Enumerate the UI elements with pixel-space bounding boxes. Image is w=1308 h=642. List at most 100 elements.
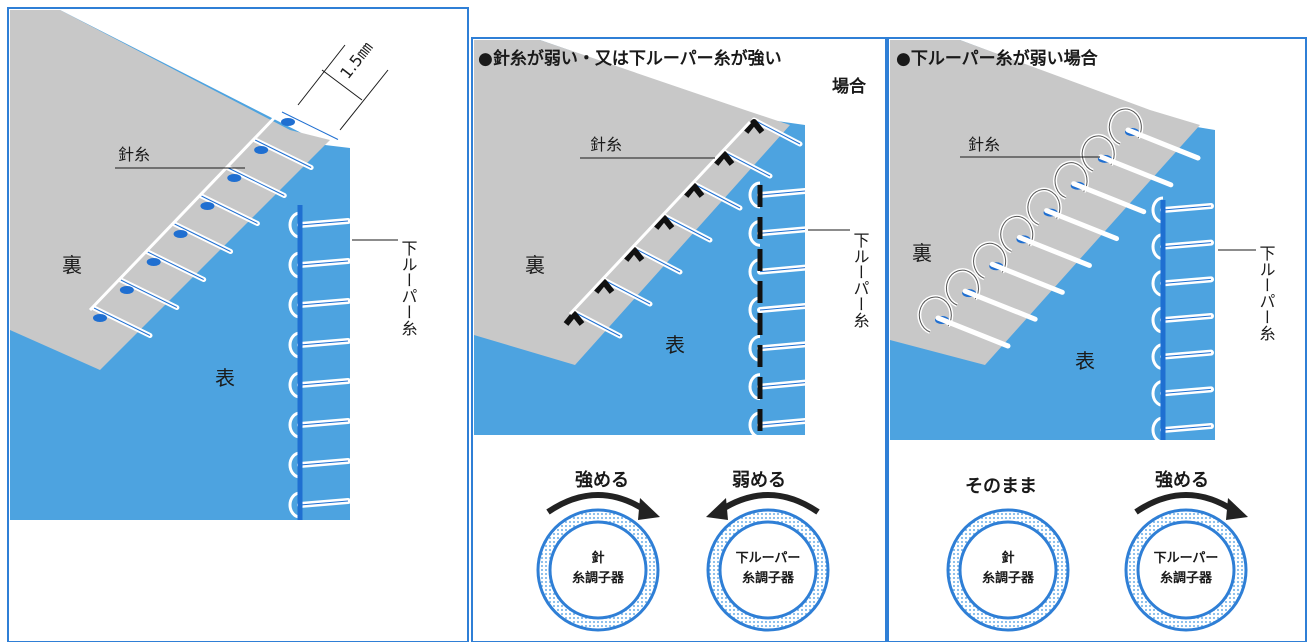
looper-outline <box>1162 425 1212 431</box>
knob-2-action-3: 強める <box>1155 469 1209 491</box>
loose-loop-outline <box>1054 162 1088 199</box>
looper-outline <box>1162 315 1212 321</box>
stitch-outline <box>723 151 771 177</box>
arrow-head-right-2 <box>638 498 660 520</box>
needle-thread-stitches-3 <box>917 107 1201 349</box>
looper-strand <box>1125 127 1201 161</box>
looper-strand <box>962 288 1038 322</box>
looper-arc <box>288 451 301 479</box>
needle-loop-dark <box>623 247 645 262</box>
dimension-arrow <box>321 69 363 101</box>
lower-looper-label-2: 下ルーパー糸 <box>851 232 870 328</box>
stitch-outline <box>93 307 151 336</box>
arrow-right-3 <box>1134 492 1238 515</box>
looper-strand <box>1016 234 1092 268</box>
looper-outline <box>299 220 349 226</box>
needle-loop-dark <box>653 215 675 230</box>
looper-outline <box>759 228 806 234</box>
loose-loop-outline <box>1081 135 1115 172</box>
stitch-outline <box>603 279 651 305</box>
fabric-back-3 <box>890 40 1200 365</box>
fabric-back-1 <box>10 10 330 370</box>
looper-outline <box>299 500 349 506</box>
loose-loop-outline <box>1000 216 1034 252</box>
needle-thread-label-2: 針糸 <box>590 135 622 154</box>
panel-needle-weak: 針糸 裏 表 下ルーパー糸 ●針糸が弱い・又は下ルーパー糸が強い 場合 強める … <box>471 37 887 642</box>
looper-outline <box>299 300 349 306</box>
arrow-head-left-2 <box>706 498 728 520</box>
looper-arc <box>1151 196 1164 224</box>
stitch-outline <box>753 119 801 145</box>
looper-arc <box>288 291 301 319</box>
needle-knot <box>119 286 134 294</box>
dimension-line-b <box>339 69 389 131</box>
arrow-right-2 <box>546 492 650 515</box>
looper-outline <box>759 305 806 311</box>
looper-arc <box>1151 343 1164 371</box>
needle-knot <box>227 174 242 182</box>
needle-loop-dark <box>743 119 765 134</box>
stitch-outline <box>693 183 741 209</box>
looper-tension-dial-2: 下ルーパー 糸調子器 <box>706 508 830 632</box>
looper-strand <box>935 315 1011 349</box>
looper-outline <box>1162 205 1212 211</box>
looper-arc <box>288 411 301 439</box>
looper-arc <box>748 373 761 401</box>
front-label-2: 表 <box>665 333 685 357</box>
stitch-outline <box>201 195 258 224</box>
panel-normal: 針糸 裏 表 下ルーパー糸 1.5㎜ <box>7 7 469 642</box>
needle-knot <box>281 118 295 126</box>
knob-2-action-2: 弱める <box>732 470 786 491</box>
looper-thread-loops-1 <box>288 211 351 519</box>
looper-outline <box>759 190 806 196</box>
loose-loop-outline <box>946 269 979 306</box>
looper-outline <box>299 460 349 466</box>
looper-outline <box>299 380 349 386</box>
looper-thread-loops-2 <box>748 181 808 439</box>
back-label-2: 裏 <box>525 253 545 277</box>
loose-loop-outline <box>973 242 1007 279</box>
looper-arc <box>288 211 301 239</box>
looper-outline <box>299 420 349 426</box>
knob-1-line1-3: 針 <box>1001 550 1014 566</box>
looper-outline <box>759 267 806 273</box>
needle-knot <box>93 314 107 322</box>
looper-arc <box>288 251 301 279</box>
lower-looper-label-3: 下ルーパー糸 <box>1257 245 1276 341</box>
looper-arc <box>288 491 301 519</box>
back-label-3: 裏 <box>912 241 932 265</box>
knob-2-line1-3: 下ルーパー <box>1154 551 1219 566</box>
looper-outline <box>1162 242 1212 248</box>
stitch-outline <box>281 111 339 140</box>
arrow-head-right-3 <box>1226 498 1248 520</box>
looper-outline <box>1162 388 1212 394</box>
front-label-1: 表 <box>215 366 235 390</box>
stitch-outline <box>254 139 312 168</box>
needle-loop-dark <box>593 279 615 294</box>
stitch-outline <box>633 247 681 273</box>
looper-strand <box>1071 181 1147 215</box>
looper-arc <box>288 371 301 399</box>
needle-thread-label-3: 針糸 <box>968 135 1000 154</box>
needle-thread-stitches-1 <box>88 109 341 338</box>
looper-strand <box>1044 208 1120 242</box>
stitch-outline <box>573 311 621 337</box>
knob-1-action-3: そのまま <box>965 476 1037 497</box>
needle-loop-dark <box>683 183 705 198</box>
looper-strand <box>989 261 1065 295</box>
needle-thread-line <box>88 112 280 312</box>
panel-2-title: ●針糸が弱い・又は下ルーパー糸が強い <box>478 48 782 69</box>
looper-arc <box>748 181 761 209</box>
looper-outline <box>1162 278 1212 284</box>
loose-loop-outline <box>1108 108 1142 145</box>
looper-tension-dial-3: 下ルーパー 糸調子器 <box>1124 508 1248 632</box>
panel-looper-weak: 針糸 裏 表 下ルーパー糸 ●下ルーパー糸が弱い場合 そのまま 針 糸調子器 強… <box>887 37 1307 642</box>
needle-knot <box>200 202 215 210</box>
knob-1-line2-2: 糸調子器 <box>572 570 625 586</box>
back-label-1: 裏 <box>62 253 82 277</box>
needle-thread-stitches-2 <box>563 117 803 339</box>
needle-knot <box>173 230 188 238</box>
stitch-outline <box>228 167 285 196</box>
looper-arc <box>748 334 761 362</box>
